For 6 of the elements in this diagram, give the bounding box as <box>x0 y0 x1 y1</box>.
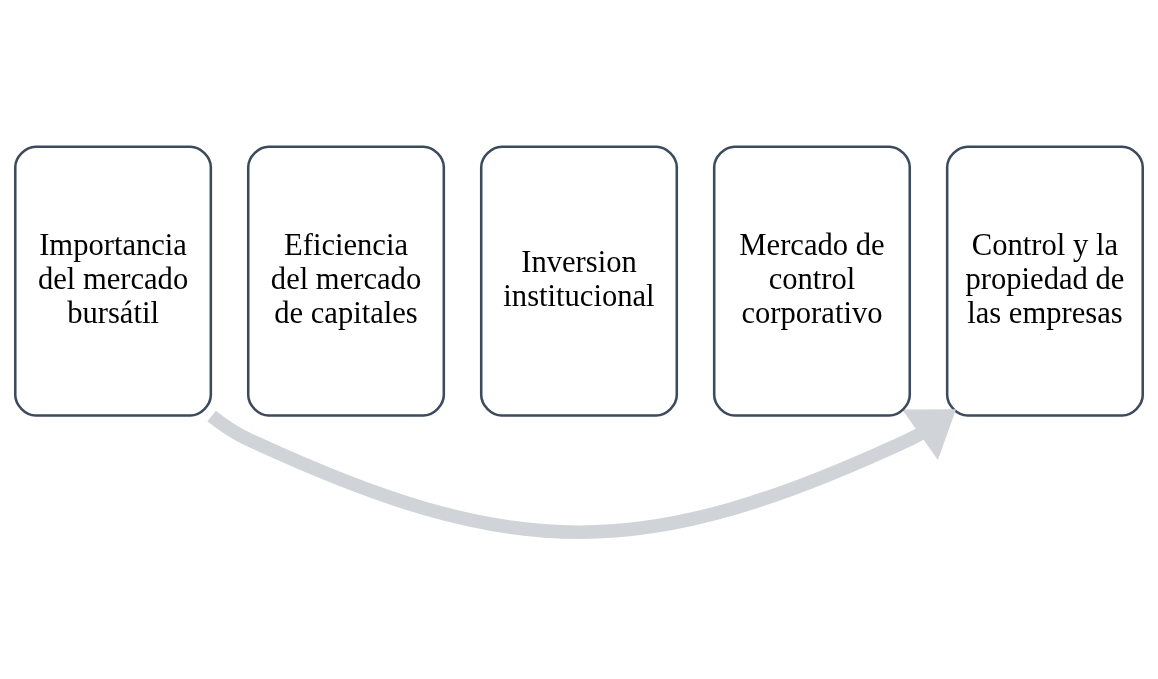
node-box: Mercado de control corporativo <box>712 145 912 417</box>
node-box: Eficiencia del mercado de capitales <box>246 145 446 417</box>
node-box: Inversion institucional <box>479 145 679 417</box>
node-box: Control y la propiedad de las empresas <box>945 145 1144 417</box>
arrow <box>207 409 956 539</box>
node-box: Importancia del mercado bursátil <box>14 145 213 417</box>
